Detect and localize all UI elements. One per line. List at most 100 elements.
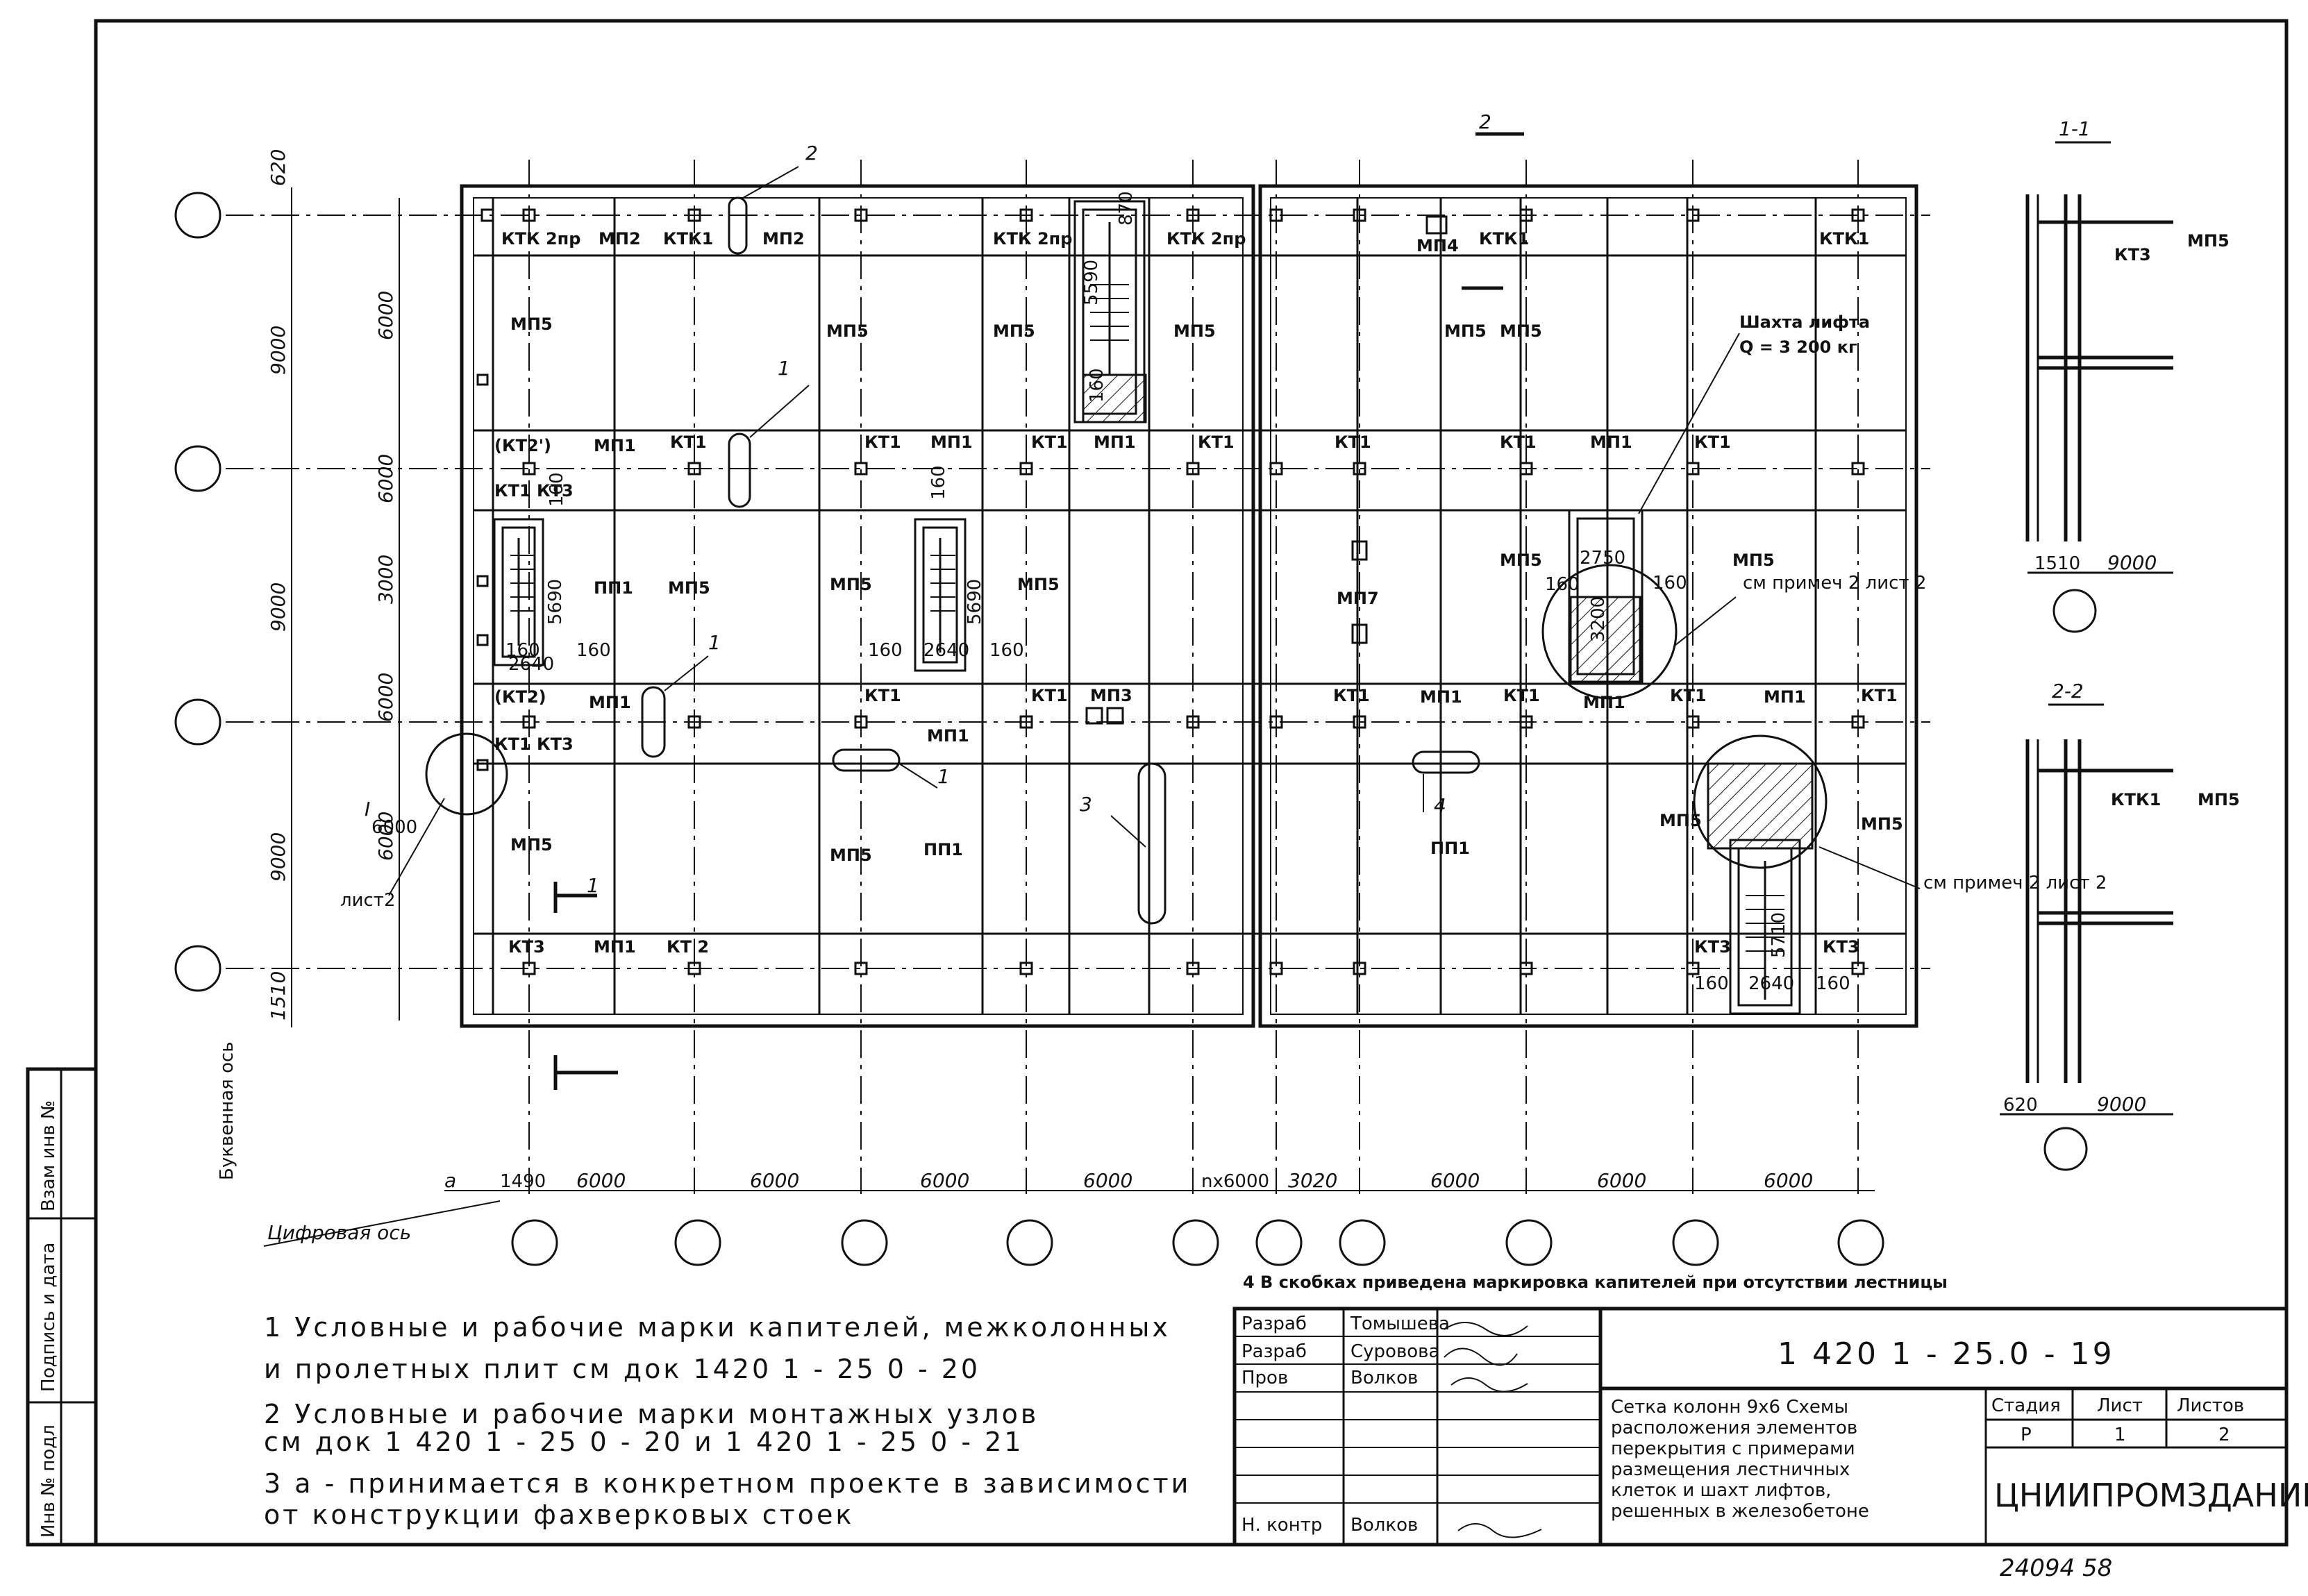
- note-line: см док 1 420 1 - 25 0 - 20 и 1 420 1 - 2…: [264, 1427, 1024, 1457]
- mark: МП5: [1017, 575, 1060, 594]
- mark: КТ1: [1335, 432, 1371, 452]
- section-2-title: 2-2: [2052, 680, 2084, 703]
- mark: КТ1: [1694, 432, 1731, 452]
- mark: МП5: [993, 321, 1035, 341]
- mark: КТ1: [1670, 686, 1707, 705]
- digit-axis-label: Цифровая ось: [267, 1221, 411, 1244]
- mark: КТ1: [1503, 686, 1540, 705]
- dim: 160: [989, 640, 1024, 661]
- note-ref: см примеч 2 лист 2: [1743, 573, 1926, 594]
- desc-line: размещения лестничных: [1611, 1459, 1850, 1480]
- columns: [476, 208, 1865, 975]
- row-dim: 620: [267, 149, 290, 186]
- sec11-mark: КТ3: [2114, 245, 2151, 264]
- detail-num: I: [365, 798, 370, 821]
- mark: МП5: [1500, 551, 1542, 570]
- mark: КТК1: [1819, 229, 1869, 249]
- mark: ПП1: [594, 578, 633, 598]
- sec22-mark: МП5: [2198, 790, 2240, 809]
- dim: 5710: [1768, 912, 1789, 958]
- sheets-value: 2: [2218, 1425, 2230, 1445]
- mark: МП5: [830, 846, 872, 865]
- horizontal-dimensions: a 1490 6000 6000 6000 6000 nx6000 3020 6…: [263, 1169, 1875, 1247]
- mark: КТ1: [1500, 432, 1537, 452]
- mark: МП7: [1337, 589, 1379, 608]
- mark: МП1: [1764, 687, 1806, 707]
- detail-sheet: лист2: [340, 890, 396, 911]
- mark: КТ3: [508, 937, 545, 957]
- col-dim: 6000: [576, 1169, 626, 1192]
- note-4: 4 В скобках приведена маркировка капител…: [1243, 1272, 1948, 1292]
- role: Разраб: [1241, 1313, 1307, 1334]
- col-dim: 6000: [1083, 1169, 1132, 1192]
- mark: МП5: [1659, 811, 1702, 830]
- section-1-title: 1-1: [2059, 117, 2091, 140]
- mark: КТ1: [670, 432, 707, 452]
- mark: ПП1: [1430, 839, 1470, 858]
- row-dim: 6000: [374, 454, 397, 503]
- sheets-head: Листов: [2177, 1395, 2244, 1416]
- mark: КТ 2: [667, 937, 709, 957]
- mark: МП5: [1861, 814, 1903, 834]
- section-2-2: 2-2 КТК1 МП5 620 9000: [2000, 680, 2240, 1171]
- plate-marks: КТК 2пр МП2 КТК1 МП2 КТК 2пр КТК 2пр МП4…: [494, 229, 1903, 957]
- shaft-title: Шахта лифта: [1739, 312, 1870, 332]
- col-dim: nx6000: [1201, 1171, 1269, 1192]
- dim: 160: [1087, 368, 1107, 403]
- mark: КТК1: [1479, 229, 1529, 249]
- mark: МП1: [930, 432, 973, 452]
- mark: КТ1: [1031, 686, 1068, 705]
- title-block: Разраб Томышева Разраб Суровова Пров Вол…: [1232, 1307, 2308, 1547]
- person: Томышева: [1350, 1313, 1450, 1334]
- signature: [1457, 1523, 1542, 1538]
- sheet-frame: [94, 19, 2289, 1547]
- inventory-number: 24094 58: [2000, 1554, 2112, 1582]
- mark: КТ3: [1694, 937, 1731, 957]
- col-dim: 3020: [1288, 1169, 1337, 1192]
- signature: [1450, 1377, 1528, 1393]
- axis-lines: [174, 160, 1930, 1266]
- dim: 2640: [923, 640, 969, 661]
- mark: КТ1 КТ3: [494, 734, 574, 754]
- mark: МП5: [826, 321, 869, 341]
- dim: 3200: [1588, 596, 1609, 642]
- dim: 160: [1545, 574, 1580, 595]
- callout: 2: [805, 142, 818, 165]
- sec11-dim: 9000: [2107, 551, 2157, 574]
- row-dim: 6000: [374, 812, 397, 861]
- mark: МП5: [830, 575, 872, 594]
- note-ref: см примеч 2 лист 2: [1923, 873, 2107, 893]
- dim: 160: [1653, 573, 1687, 594]
- mark: МП5: [1173, 321, 1216, 341]
- mark: (КТ2): [494, 687, 546, 707]
- row-dim: 6000: [374, 291, 397, 340]
- col-dim: 6000: [750, 1169, 799, 1192]
- sec22-dim: 9000: [2097, 1093, 2146, 1116]
- detail-dim: 6000: [371, 817, 417, 838]
- mark: ПП1: [923, 840, 963, 859]
- col-dim: 6000: [1597, 1169, 1646, 1192]
- row-dim: 6000: [374, 673, 397, 722]
- mark: МП5: [510, 314, 553, 334]
- col-dim: 6000: [1430, 1169, 1480, 1192]
- person: Волков: [1350, 1368, 1418, 1388]
- row-dim: 3000: [374, 555, 397, 604]
- section-1-1: 1-1 КТ3 МП5 1510 9000: [2025, 117, 2230, 633]
- organization: ЦНИИПРОМЗДАНИЙ: [1994, 1477, 2308, 1514]
- mark: МП1: [1590, 432, 1632, 452]
- dim: 160: [576, 640, 611, 661]
- mark: МП5: [1500, 321, 1542, 341]
- note-line: 2 Условные и рабочие марки монтажных узл…: [264, 1399, 1039, 1429]
- side-stamp: Взам инв № Подпись и дата Инв № подл: [26, 1067, 98, 1547]
- stamp-label-3: Инв № подл: [38, 1425, 59, 1538]
- mark: МП1: [1420, 687, 1462, 707]
- vertical-dimensions: 620 9000 6000 6000 3000 9000 6000 9000 6…: [217, 149, 400, 1180]
- mark: КТК 2пр: [993, 229, 1072, 249]
- col-dim: 1490: [500, 1171, 546, 1192]
- mark: КТ1: [864, 686, 901, 705]
- desc-line: решенных в железобетоне: [1611, 1501, 1869, 1522]
- shaft-capacity: Q = 3 200 кг: [1739, 337, 1857, 357]
- cut-2-label: 2: [1479, 110, 1491, 133]
- mark: МП1: [589, 693, 631, 712]
- mark: КТК1: [663, 229, 713, 249]
